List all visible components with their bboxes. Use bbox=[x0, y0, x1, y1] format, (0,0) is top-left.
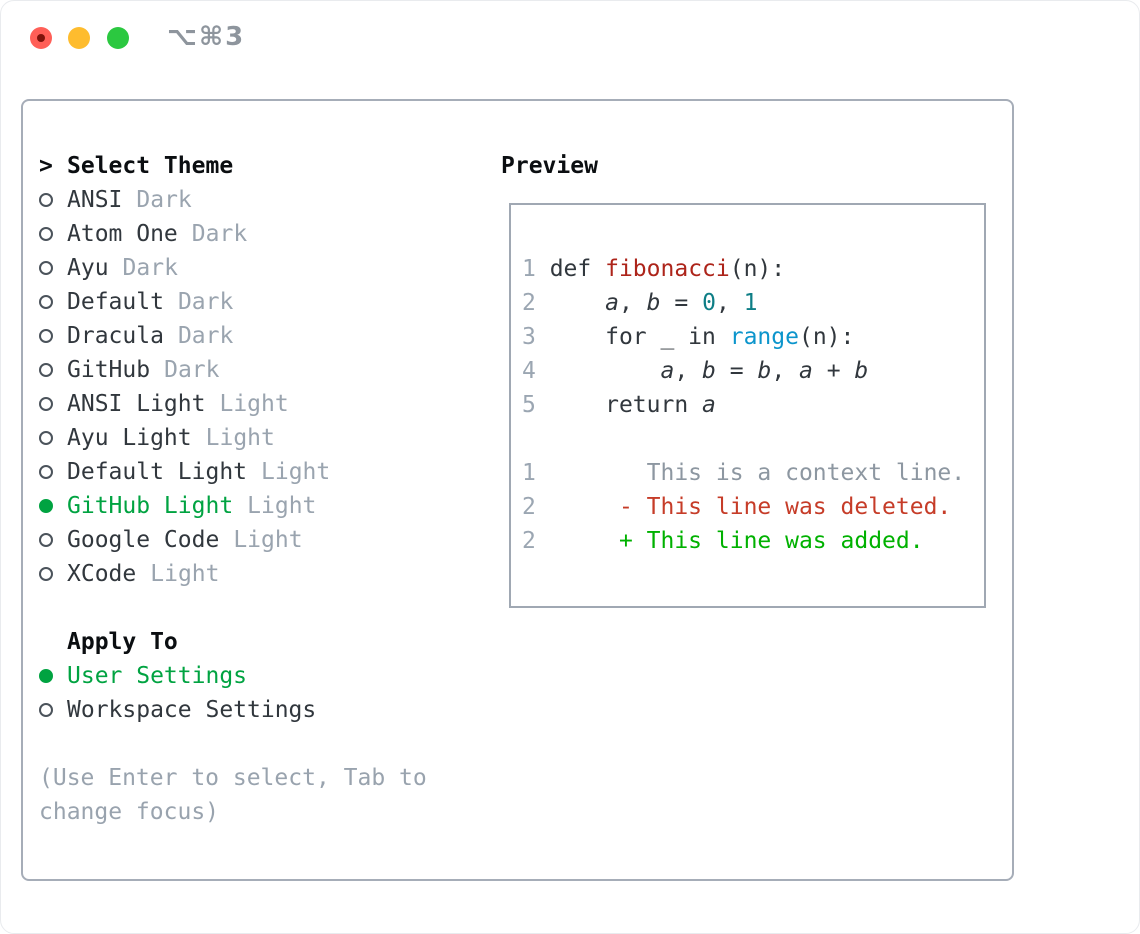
blank-line bbox=[522, 422, 965, 456]
apply-option-workspace-settings[interactable]: Workspace Settings bbox=[39, 693, 427, 727]
diff-context-line: 1 This is a context line. bbox=[522, 460, 966, 486]
preview-title: Preview bbox=[501, 153, 598, 179]
radio-icon bbox=[39, 533, 53, 547]
radio-selected-icon bbox=[39, 499, 53, 513]
help-text-line-2: change focus) bbox=[39, 799, 220, 825]
radio-icon bbox=[39, 363, 53, 377]
radio-icon bbox=[39, 703, 53, 717]
diff-deleted-line: 2 - This line was deleted. bbox=[522, 494, 952, 520]
radio-icon bbox=[39, 431, 53, 445]
keyboard-shortcut-label: ⌥⌘3 bbox=[167, 22, 246, 52]
radio-icon bbox=[39, 261, 53, 275]
select-theme-header: > Select Theme bbox=[39, 149, 427, 183]
code-line: 2 a, b = 0, 1 bbox=[522, 290, 758, 316]
radio-icon bbox=[39, 397, 53, 411]
cursor-pointer-icon: > bbox=[39, 153, 53, 179]
radio-icon bbox=[39, 567, 53, 581]
preview-code: 1 def fibonacci(n): 2 a, b = 0, 1 3 for … bbox=[522, 252, 965, 558]
radio-icon bbox=[39, 465, 53, 479]
radio-icon bbox=[39, 227, 53, 241]
minimize-button-icon[interactable] bbox=[68, 27, 90, 49]
radio-selected-icon bbox=[39, 669, 53, 683]
close-button-icon[interactable] bbox=[30, 27, 52, 49]
radio-icon bbox=[39, 329, 53, 343]
apply-option-user-settings[interactable]: User Settings bbox=[39, 659, 427, 693]
preview-box: 1 def fibonacci(n): 2 a, b = 0, 1 3 for … bbox=[509, 203, 986, 608]
code-line: 5 return a bbox=[522, 392, 716, 418]
help-text-line-1: (Use Enter to select, Tab to bbox=[39, 765, 427, 791]
apply-to-header: Apply To bbox=[39, 625, 427, 659]
apply-to-title: Apply To bbox=[67, 629, 178, 655]
radio-icon bbox=[39, 193, 53, 207]
diff-added-line: 2 + This line was added. bbox=[522, 528, 924, 554]
zoom-button-icon[interactable] bbox=[107, 27, 129, 49]
select-theme-title: Select Theme bbox=[67, 153, 234, 179]
radio-icon bbox=[39, 295, 53, 309]
code-line: 3 for _ in range(n): bbox=[522, 324, 855, 350]
code-line: 1 def fibonacci(n): bbox=[522, 256, 786, 282]
code-line: 4 a, b = b, a + b bbox=[522, 358, 869, 384]
